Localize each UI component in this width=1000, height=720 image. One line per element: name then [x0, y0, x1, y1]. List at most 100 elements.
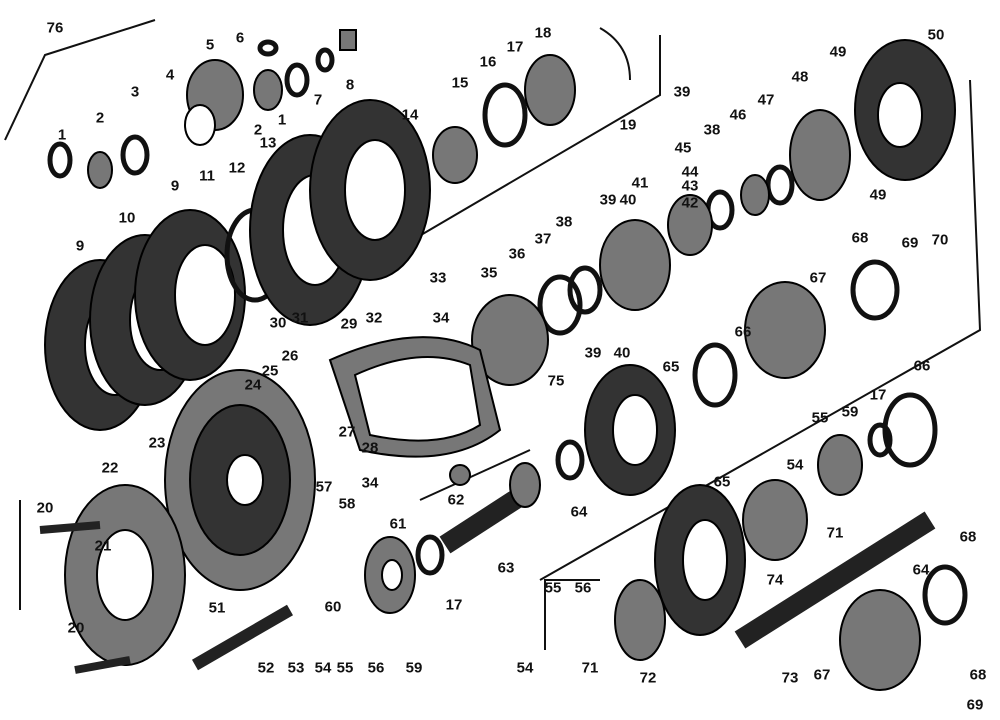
part-number-label: 13 — [259, 134, 277, 152]
part-number-label: 74 — [766, 571, 784, 589]
part-number-label: 39 — [584, 344, 602, 362]
part-number-label: 36 — [508, 245, 526, 263]
part-number-label: 65 — [713, 473, 731, 491]
part-number-label: 54 — [314, 659, 332, 677]
part-number-label: 55 — [544, 579, 562, 597]
part-number-label: 58 — [338, 495, 356, 513]
part-number-label: 28 — [361, 439, 379, 457]
part-number-label: 66 — [913, 357, 931, 375]
part-number-label: 12 — [228, 159, 246, 177]
part-number-label: 25 — [261, 362, 279, 380]
gear-74 — [742, 479, 808, 561]
seal-16 — [482, 82, 528, 148]
snap-ring-1 — [47, 141, 73, 179]
part-number-label: 5 — [205, 36, 215, 54]
part-number-label: 37 — [534, 230, 552, 248]
part-number-label: 4 — [165, 66, 175, 84]
part-number-label: 68 — [851, 229, 869, 247]
part-number-label: 49 — [869, 186, 887, 204]
part-number-label: 70 — [931, 231, 949, 249]
part-number-label: 24 — [244, 376, 262, 394]
part-number-label: 20 — [67, 619, 85, 637]
part-number-label: 40 — [619, 191, 637, 209]
part-number-label: 48 — [791, 68, 809, 86]
part-number-label: 15 — [451, 74, 469, 92]
part-number-label: 29 — [340, 315, 358, 333]
part-number-label: 21 — [94, 537, 112, 555]
part-number-label: 2 — [95, 109, 105, 127]
part-number-label: 40 — [613, 344, 631, 362]
part-number-label: 69 — [901, 234, 919, 252]
ring-47 — [765, 164, 795, 206]
part-number-label: 47 — [757, 91, 775, 109]
part-number-label: 69 — [966, 696, 984, 714]
bearing-2 — [87, 151, 113, 189]
nut-8 — [339, 29, 357, 51]
part-number-label: 16 — [479, 53, 497, 71]
part-number-label: 35 — [480, 264, 498, 282]
cover-50 — [854, 39, 956, 181]
ring-38b — [567, 265, 603, 315]
part-number-label: 9 — [170, 177, 180, 195]
part-number-label: 8 — [345, 76, 355, 94]
bearing-15 — [432, 126, 478, 184]
part-number-label: 11 — [199, 167, 215, 185]
gear-63 — [509, 462, 541, 508]
part-number-label: 1 — [277, 111, 287, 129]
part-number-label: 43 — [681, 177, 699, 195]
part-number-label: 68 — [959, 528, 977, 546]
part-number-label: 38 — [555, 213, 573, 231]
bearing-2b — [253, 69, 283, 111]
part-number-label: 63 — [497, 559, 515, 577]
part-number-label: 53 — [287, 659, 305, 677]
part-number-label: 34 — [361, 474, 379, 492]
friction-disc-14 — [309, 99, 431, 281]
part-number-label: 26 — [281, 347, 299, 365]
disc-65 — [584, 364, 676, 496]
hub-35 — [471, 294, 549, 386]
shaft-73 — [734, 511, 936, 649]
washer-7 — [315, 47, 335, 73]
ring-1b — [284, 62, 310, 98]
part-number-label: 22 — [101, 459, 119, 477]
ring-64 — [555, 439, 585, 481]
part-number-label: 61 — [389, 515, 407, 533]
part-number-label: 57 — [315, 478, 333, 496]
part-number-label: 44 — [681, 163, 699, 181]
ring-37 — [537, 274, 583, 336]
part-number-label: 20 — [36, 499, 54, 517]
part-number-label: 31 — [291, 309, 309, 327]
part-number-label: 18 — [534, 24, 552, 42]
part-number-label: 56 — [574, 579, 592, 597]
part-number-label: 55 — [811, 409, 829, 427]
part-number-label: 68 — [969, 666, 987, 684]
part-number-label: 73 — [781, 669, 799, 687]
part-number-label: 1 — [57, 126, 67, 144]
friction-disc-9b — [134, 209, 246, 381]
part-number-label: 46 — [729, 106, 747, 124]
ring-66b — [882, 392, 938, 468]
divider-line — [544, 579, 600, 650]
part-number-label: 30 — [269, 314, 287, 332]
part-number-label: 71 — [581, 659, 599, 677]
part-number-label: 17 — [445, 596, 463, 614]
part-number-label: 9 — [75, 237, 85, 255]
disc-65b — [654, 484, 746, 636]
disc-72 — [614, 579, 666, 661]
part-number-label: 42 — [681, 194, 699, 212]
flange-48 — [789, 109, 851, 201]
part-number-label: 64 — [912, 561, 930, 579]
housing-23 — [164, 369, 316, 591]
drum-67b — [839, 589, 921, 691]
spring-52 — [191, 604, 294, 671]
part-number-label: 54 — [786, 456, 804, 474]
part-number-label: 72 — [639, 669, 657, 687]
bearing-18 — [524, 54, 576, 126]
part-number-label: 14 — [401, 106, 419, 124]
ring-68 — [850, 259, 900, 321]
part-number-label: 39 — [599, 191, 617, 209]
gasket-opening — [353, 356, 482, 442]
ring-66 — [692, 342, 738, 408]
ring-17b — [415, 534, 445, 576]
part-number-label: 59 — [405, 659, 423, 677]
